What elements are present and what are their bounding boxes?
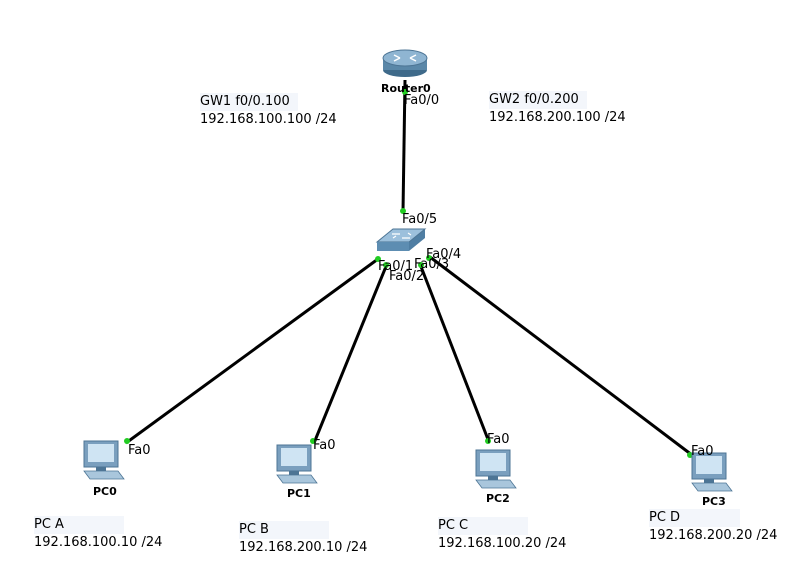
note-pcb-line1: PC B bbox=[239, 521, 329, 539]
note-pc-b: PC B 192.168.200.10 /24 bbox=[239, 521, 367, 557]
pc-icon bbox=[276, 444, 318, 484]
link-switch-pc1[interactable] bbox=[312, 263, 389, 444]
note-pcb-line2: 192.168.200.10 /24 bbox=[239, 540, 368, 555]
port-label-router-fa0-0: Fa0/0 bbox=[404, 93, 439, 108]
port-label-pc2-fa0: Fa0 bbox=[487, 432, 510, 447]
status-dot-pc2-fa0 bbox=[485, 438, 491, 444]
pc-0[interactable]: PC0 bbox=[83, 440, 125, 498]
status-dot-pc0-fa0 bbox=[124, 438, 130, 444]
note-pcd-line1: PC D bbox=[649, 509, 741, 527]
status-dot-router-fa0-0 bbox=[402, 89, 408, 95]
router-0[interactable]: Router0 bbox=[381, 49, 431, 95]
port-label-switch-fa0-1: Fa0/1 bbox=[378, 259, 413, 274]
status-dot-switch-fa0-3 bbox=[418, 262, 424, 268]
status-dot-switch-fa0-1 bbox=[375, 256, 381, 262]
port-labels: Fa0/0 Fa0/5 Fa0/4 Fa0/1 Fa0/3 Fa0/2 Fa0 … bbox=[128, 93, 714, 459]
port-label-switch-fa0-2: Fa0/2 bbox=[389, 269, 424, 284]
pc-1[interactable]: PC1 bbox=[276, 444, 318, 500]
link-switch-pc3[interactable] bbox=[429, 255, 693, 457]
link-switch-pc2[interactable] bbox=[418, 263, 491, 443]
pc-label: PC0 bbox=[93, 485, 117, 498]
link-router-switch[interactable] bbox=[401, 79, 407, 213]
pc-icon bbox=[691, 452, 733, 492]
status-dot-switch-fa0-4 bbox=[426, 255, 432, 261]
pc-label: PC1 bbox=[287, 487, 311, 500]
note-pcc-line2: 192.168.100.20 /24 bbox=[438, 536, 567, 551]
router-icon bbox=[382, 49, 428, 77]
pc-icon bbox=[475, 449, 517, 489]
note-pca-line2: 192.168.100.10 /24 bbox=[34, 535, 163, 550]
port-label-pc1-fa0: Fa0 bbox=[313, 438, 336, 453]
port-label-pc0-fa0: Fa0 bbox=[128, 443, 151, 458]
note-gw2-line1: GW2 f0/0.200 bbox=[489, 91, 587, 109]
switch-icon bbox=[375, 228, 427, 251]
pc-2[interactable]: PC2 bbox=[475, 449, 517, 505]
pc-label: PC2 bbox=[486, 492, 510, 505]
note-gw1-line2: 192.168.100.100 /24 bbox=[200, 112, 337, 127]
pc-3[interactable]: PC3 bbox=[691, 452, 733, 508]
note-pcc-line1: PC C bbox=[438, 517, 529, 535]
status-dot-pc1-fa0 bbox=[310, 438, 316, 444]
status-dot-switch-fa0-5 bbox=[400, 208, 406, 214]
port-label-switch-fa0-4: Fa0/4 bbox=[426, 247, 461, 262]
link-switch-pc0[interactable] bbox=[125, 257, 379, 445]
port-label-switch-fa0-5: Fa0/5 bbox=[402, 212, 437, 227]
note-pc-d: PC D 192.168.200.20 /24 bbox=[649, 509, 777, 545]
note-gw2: GW2 f0/0.200 192.168.200.100 /24 bbox=[489, 91, 626, 127]
note-pcd-line2: 192.168.200.20 /24 bbox=[649, 528, 778, 543]
note-gw2-line2: 192.168.200.100 /24 bbox=[489, 110, 626, 125]
note-pca-line1: PC A bbox=[34, 516, 124, 534]
note-pc-a: PC A 192.168.100.10 /24 bbox=[34, 516, 162, 552]
links bbox=[125, 79, 693, 457]
pc-label: PC3 bbox=[702, 495, 726, 508]
router-label: Router0 bbox=[381, 82, 431, 95]
note-gw1-line1: GW1 f0/0.100 bbox=[200, 93, 298, 111]
port-label-pc3-fa0: Fa0 bbox=[691, 444, 714, 459]
link-status-dots bbox=[124, 89, 693, 458]
note-pc-c: PC C 192.168.100.20 /24 bbox=[438, 517, 566, 553]
pc-icon bbox=[83, 440, 125, 480]
port-label-switch-fa0-3: Fa0/3 bbox=[414, 257, 449, 272]
note-gw1: GW1 f0/0.100 192.168.100.100 /24 bbox=[200, 93, 337, 129]
status-dot-switch-fa0-2 bbox=[383, 262, 389, 268]
switch-0[interactable] bbox=[375, 228, 427, 251]
